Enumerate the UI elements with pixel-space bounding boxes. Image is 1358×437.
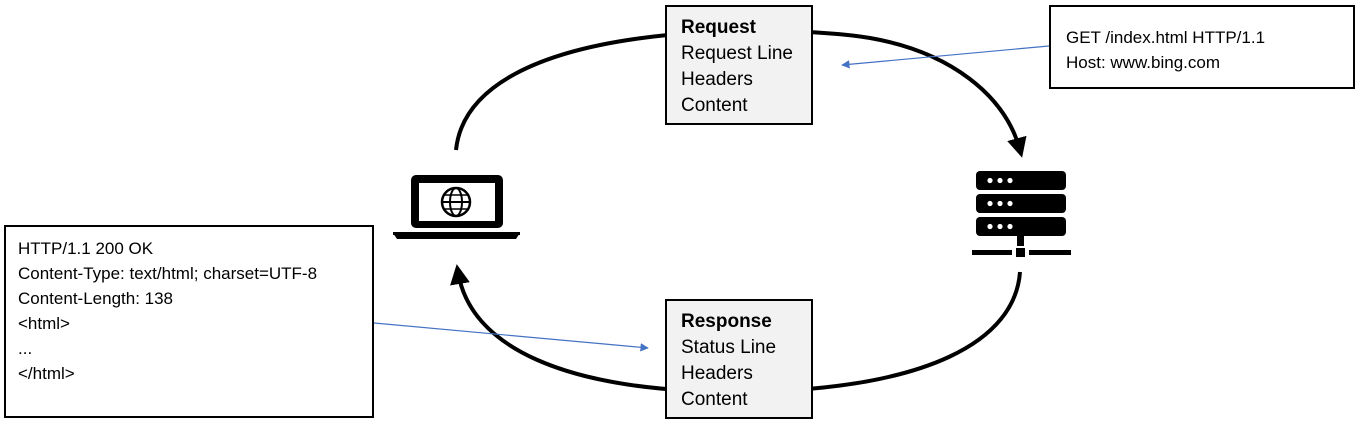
laptop-globe-icon <box>393 175 520 239</box>
request-box-title: Request <box>681 17 756 38</box>
response-example-line: </html> <box>18 364 75 383</box>
response-example-line: Content-Length: 138 <box>18 289 174 308</box>
status-line-label: Status Line <box>681 337 777 358</box>
response-example-line: <html> <box>18 314 70 333</box>
response-content-label: Content <box>681 389 748 410</box>
request-flow-arrow <box>454 28 1027 158</box>
response-example-line: HTTP/1.1 200 OK <box>18 239 154 258</box>
request-example-line: GET /index.html HTTP/1.1 <box>1066 28 1266 47</box>
request-line-label: Request Line <box>681 43 793 64</box>
request-box: Request Request Line Headers Content <box>665 5 813 125</box>
request-example-pointer <box>841 45 1050 69</box>
request-content-label: Content <box>681 95 748 116</box>
response-example-line: Content-Type: text/html; charset=UTF-8 <box>18 264 318 283</box>
response-example-pointer <box>373 322 649 352</box>
response-headers-label: Headers <box>681 363 753 384</box>
request-headers-label: Headers <box>681 69 753 90</box>
response-example-box: HTTP/1.1 200 OK Content-Type: text/html;… <box>4 225 374 418</box>
server-rack-icon <box>972 171 1071 257</box>
response-example-line: ... <box>18 339 33 358</box>
request-example-box: GET /index.html HTTP/1.1 Host: www.bing.… <box>1049 5 1355 89</box>
response-box: Response Status Line Headers Content <box>665 299 813 419</box>
response-box-title: Response <box>681 311 772 332</box>
request-example-line: Host: www.bing.com <box>1066 53 1220 72</box>
